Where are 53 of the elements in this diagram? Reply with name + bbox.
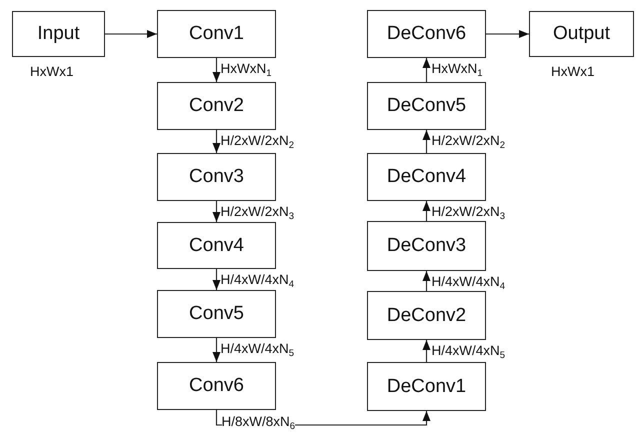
- edge-label: H/2xW/2xN$_{2}$: [220, 133, 294, 148]
- layer-box: [157, 153, 276, 201]
- layer-box: [367, 153, 486, 201]
- arrow: [105, 30, 157, 38]
- layer-name: DeConv2: [386, 304, 466, 326]
- layer-box: [157, 290, 276, 338]
- edge-label: H/2xW/2xN$_{3}$: [220, 204, 294, 219]
- arrow: [212, 201, 220, 222]
- layer-name: DeConv1: [386, 376, 466, 398]
- layer-box: [529, 11, 634, 57]
- layer-box: [367, 362, 486, 411]
- layer-name: Output: [552, 23, 610, 45]
- layer-name: DeConv5: [386, 95, 466, 117]
- edge-label: H/4xW/4xN$_{4}$: [220, 272, 294, 287]
- size-label: HxWx1: [30, 64, 74, 79]
- arrow: [422, 340, 430, 362]
- layer-name: Conv3: [189, 166, 244, 188]
- arrow: [212, 269, 220, 290]
- arrow: [422, 201, 430, 221]
- layer-name: Input: [37, 23, 80, 45]
- edge-label: H/4xW/4xN$_{4}$: [432, 274, 506, 289]
- layer-name: Conv4: [189, 234, 244, 256]
- edge-label: H/4xW/4xN$_{5}$: [220, 341, 294, 356]
- arrow: [486, 30, 529, 38]
- layer-box: [367, 221, 486, 271]
- edge-label: H/2xW/2xN$_{2}$: [432, 133, 506, 148]
- layer-box: [367, 10, 486, 58]
- layer-box: [157, 82, 276, 130]
- layer-box: [367, 82, 486, 130]
- layer-name: DeConv4: [386, 166, 466, 188]
- edge-label: H/2xW/2xN$_{3}$: [432, 204, 506, 219]
- arrow: [422, 130, 430, 153]
- edge-label: H/8xW/8xN$_{6}$: [222, 414, 296, 429]
- layer-name: Conv1: [189, 23, 244, 45]
- layer-name: DeConv6: [386, 23, 466, 45]
- layer-name: Conv6: [189, 375, 244, 397]
- layer-box: [367, 291, 486, 340]
- layer-box: [157, 222, 276, 269]
- edge-label: HxWxN$_{1}$: [432, 61, 483, 76]
- arrow: [212, 58, 220, 82]
- edge-label: HxWxN$_{1}$: [220, 61, 272, 76]
- size-label: HxWx1: [551, 64, 594, 79]
- arrow: [422, 271, 430, 291]
- layer-box: [157, 10, 276, 58]
- arrow: [212, 130, 220, 153]
- layer-name: Conv5: [189, 303, 244, 325]
- arrow: [212, 338, 220, 362]
- arrow: [422, 58, 430, 82]
- layer-box: [12, 11, 105, 57]
- layer-name: Conv2: [189, 95, 244, 117]
- layer-box: [157, 362, 276, 410]
- edge-label: H/4xW/4xN$_{5}$: [432, 343, 506, 358]
- layer-name: DeConv3: [386, 235, 466, 257]
